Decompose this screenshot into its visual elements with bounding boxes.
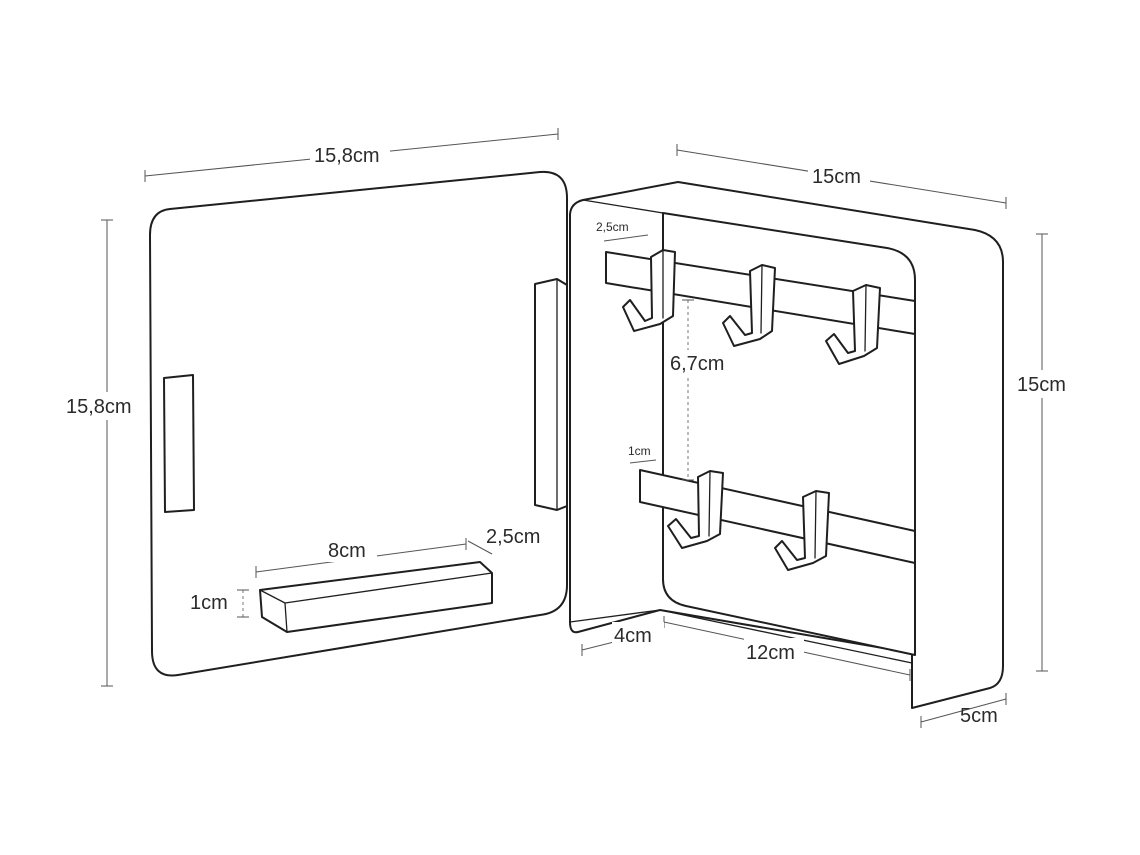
door-tray xyxy=(259,561,493,633)
door-panel xyxy=(149,170,568,677)
door-handle xyxy=(163,374,195,513)
label-box-height: 15cm xyxy=(1017,374,1066,396)
label-inner-width: 12cm xyxy=(746,642,795,664)
hook-bottom-2 xyxy=(774,490,830,571)
hook-top-1 xyxy=(622,249,676,332)
hinge-leaf xyxy=(534,278,568,511)
label-door-width: 15,8cm xyxy=(314,145,380,167)
label-door-height: 15,8cm xyxy=(66,396,132,418)
hook-top-2 xyxy=(722,264,776,347)
label-front-inset: 4cm xyxy=(614,625,652,647)
hook-bottom-1 xyxy=(667,470,724,549)
label-rail-offset: 1cm xyxy=(628,444,651,458)
label-box-depth: 5cm xyxy=(960,705,998,727)
label-tray-depth: 2,5cm xyxy=(486,526,540,548)
dimension-labels: 15,8cm 15,8cm 8cm 2,5cm 1cm 15cm 15cm 2,… xyxy=(60,140,1075,727)
label-tray-height: 1cm xyxy=(190,592,228,614)
label-rail-spacing: 6,7cm xyxy=(670,353,724,375)
label-box-width: 15cm xyxy=(812,166,861,188)
label-hook-spacing: 2,5cm xyxy=(596,220,629,234)
label-tray-length: 8cm xyxy=(328,540,366,562)
hook-top-3 xyxy=(825,284,881,365)
